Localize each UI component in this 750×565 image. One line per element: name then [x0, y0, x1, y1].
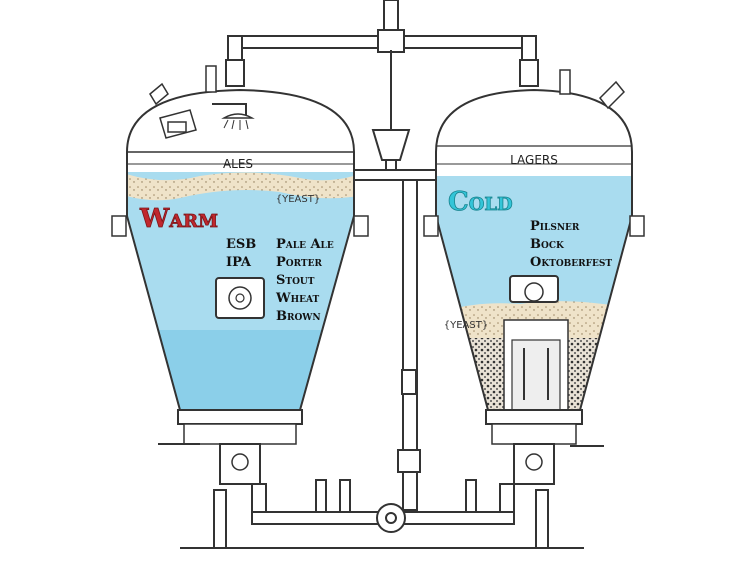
- lager-style-pilsner: Pilsner: [530, 219, 580, 234]
- ale-style-esb: ESB: [226, 237, 256, 252]
- lager-style-oktoberfest: Oktoberfest: [530, 255, 612, 270]
- top-piping: [225, 0, 539, 175]
- ale-header: ALES: [223, 157, 253, 171]
- bottom-piping: [180, 479, 584, 549]
- lager-yeast-label: {YEAST}: [444, 320, 488, 331]
- ale-style-pale-ale: Pale Ale: [276, 237, 334, 252]
- ale-yeast-label: {YEAST}: [276, 194, 320, 205]
- ale-style-ipa: IPA: [226, 255, 252, 270]
- lager-header: LAGERS: [510, 153, 558, 167]
- warm-label: Warm: [139, 204, 218, 234]
- lager-style-bock: Bock: [530, 237, 565, 252]
- ale-style-porter: Porter: [276, 255, 322, 270]
- ale-style-brown: Brown: [276, 309, 321, 324]
- ale-style-stout: Stout: [276, 273, 315, 288]
- ale-style-wheat: Wheat: [275, 291, 319, 306]
- cold-label: Cold: [448, 187, 513, 217]
- center-column: [339, 169, 441, 511]
